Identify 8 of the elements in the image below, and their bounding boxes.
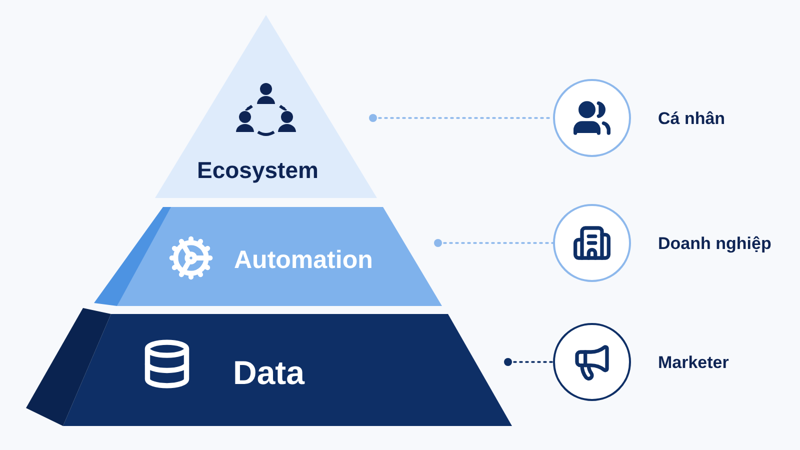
tier-label: Data <box>233 353 305 393</box>
tier-label: Ecosystem <box>197 156 318 185</box>
role-label: Doanh nghiệp <box>658 233 772 255</box>
dotted-connector <box>434 239 554 247</box>
role-label: Cá nhân <box>658 108 726 130</box>
role-label: Marketer <box>658 352 729 374</box>
dotted-connector <box>504 358 554 366</box>
tier-label: Automation <box>234 245 373 276</box>
